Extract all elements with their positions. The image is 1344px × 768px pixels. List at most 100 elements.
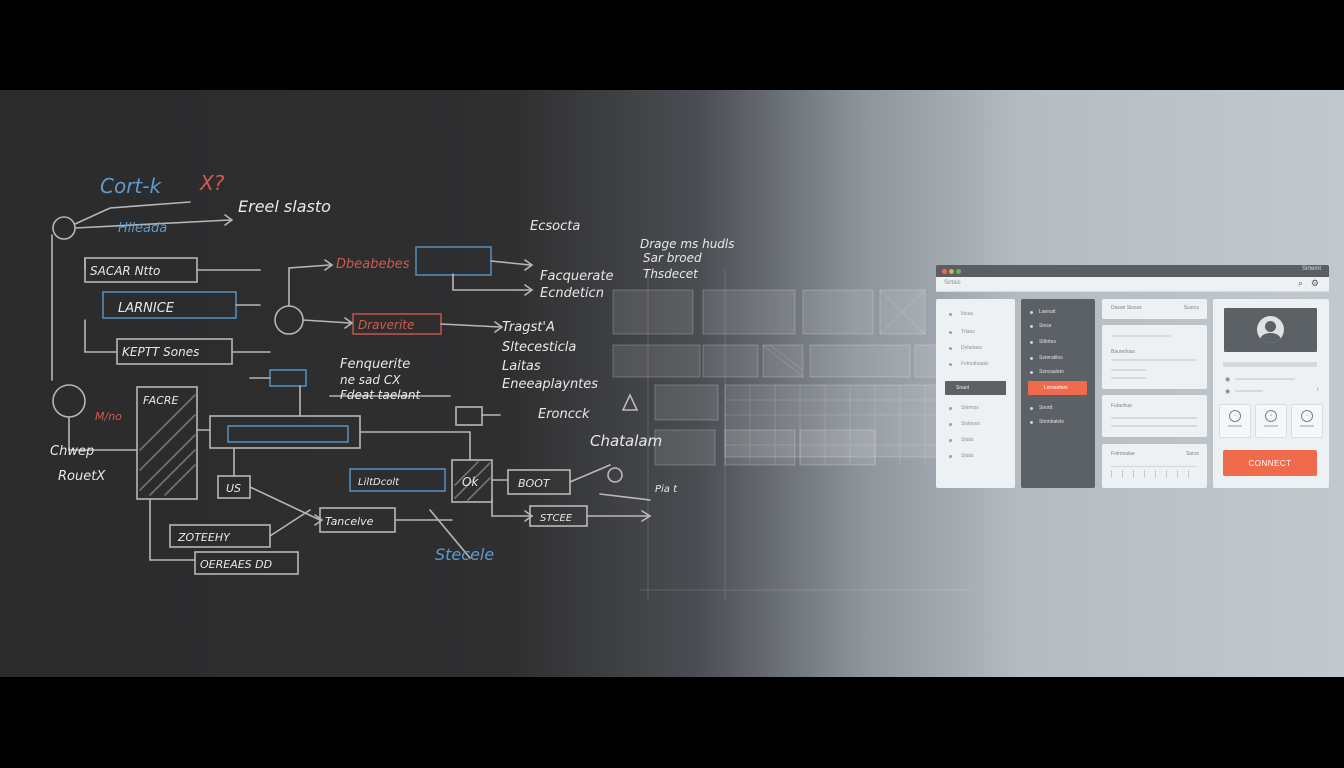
text-line [1111,359,1197,361]
sidebar-item[interactable]: Sinse [1021,321,1095,331]
text-line [1111,369,1146,371]
sidebar-item[interactable]: Sitbrtes [1021,337,1095,347]
bullet-icon [949,439,952,442]
card-action[interactable]: Susrcs [1183,305,1199,311]
sketch-label: Chwep [50,444,94,459]
sidebar-item[interactable]: Sitats [936,435,1015,445]
sidebar-item[interactable]: Sisteses [936,419,1015,429]
sketch-label: LiltDcolt [358,477,400,488]
sidebar-item[interactable]: Ssncaalato [1021,367,1095,377]
sidebar-item[interactable]: Laenalt [1021,307,1095,317]
info-card[interactable]: Futaofsar [1102,395,1207,437]
sketch-label: Tragst'A [502,320,555,335]
text-line [1111,417,1197,419]
sidebar-item[interactable]: Sitats [936,451,1015,461]
sketch-label: Fdeat taelant [340,388,422,402]
info-card[interactable]: Dasan Sisoss Susrcs [1102,299,1207,319]
quick-action-tile[interactable]: ◦ [1219,404,1251,438]
bullet-icon [949,423,952,426]
window-title: Sirtemt [1301,266,1321,272]
sidebar-left: Iitcaa Trlaos Doladass Fotnuttoaals Snao… [936,299,1015,488]
sketch-label: Hlleada [118,221,167,236]
sidebar-item[interactable]: Iitcaa [936,309,1015,319]
sketch-node [52,216,76,240]
sketch-label: Ecsocta [530,219,580,234]
sketch-box [194,551,299,575]
sketch-label: Ok [462,475,479,489]
sketch-label: Draverite [358,318,414,332]
sketch-label: US [226,482,241,495]
sketch-label: Eroncck [538,407,590,422]
sidebar-item[interactable]: Snortt [1021,403,1095,413]
sidebar-item[interactable]: Ssreratiles [1021,353,1095,363]
info-card[interactable]: Bauretloas [1102,325,1207,389]
bullet-icon [1030,311,1033,314]
sketch-label: BOOT [518,477,551,490]
avatar[interactable] [1257,316,1284,343]
sketch-link [51,201,651,561]
chevron-right-icon[interactable]: › [1316,386,1319,393]
window-titlebar: Sirtemt [936,265,1329,277]
sketch-label: Tancelve [325,515,374,528]
sketch-label: Laitas [502,359,541,374]
sidebar-item[interactable]: Trlaos [936,327,1015,337]
sketch-arrow [224,214,652,526]
card-title: Bauretloas [1111,349,1135,355]
settings-icon: ◦ [1301,410,1313,422]
search-icon[interactable]: ⌕ [1297,278,1303,288]
minimize-window-icon[interactable] [949,269,954,274]
slider-track[interactable] [1111,466,1197,467]
sketch-label: STCEE [540,513,573,524]
sketch-label: OEREAES DD [200,558,272,571]
sketch-box [451,459,493,503]
maximize-window-icon[interactable] [956,269,961,274]
sketch-arrow [621,393,639,411]
sketch-label: ZOTEEHY [177,531,231,544]
sketch-label: M/no [95,410,122,423]
bullet-icon [949,407,952,410]
app-window: Sirtemt Sirtais ⌕ ⚙ Iitcaa Trlaos Dolada… [936,265,1329,488]
sidebar-item[interactable]: Doladass [936,343,1015,353]
sidebar-item-active[interactable]: Snaot [945,381,1006,395]
bullet-icon [1030,341,1033,344]
sketch-node [607,467,623,483]
address-bar[interactable]: Sirtais ⌕ ⚙ [936,277,1329,292]
sketch-label: Stecele [435,545,494,564]
bullet-icon [1030,407,1033,410]
bullet-icon: ◉ [1225,389,1231,395]
sidebar-item[interactable]: Stmnbalele [1021,417,1095,427]
sketch-label: FACRE [143,394,179,407]
sketch-label: RouetX [58,469,106,484]
sketch-label: Chatalam [590,432,662,450]
sketch-hatch [454,461,491,501]
close-window-icon[interactable] [942,269,947,274]
text-line [1111,335,1171,337]
card-title: Fotnmalae [1111,451,1135,457]
bullet-icon [1030,357,1033,360]
scene: Cort-k X? Ereel slasto Hlleada SACAR Ntt… [0,90,1344,677]
bullet-icon [949,455,952,458]
bullet-icon [1030,325,1033,328]
sidebar-item[interactable]: Fotnuttoaals [936,359,1015,369]
card-action[interactable]: Sarce [1185,451,1199,457]
info-card[interactable]: Fotnmalae Sarce [1102,444,1207,488]
sketch-label: Fenquerite [340,357,410,372]
sketch-label: X? [199,171,225,195]
bullet-icon [1030,371,1033,374]
sketch-label: Sar broed [643,251,702,265]
quick-action-tile[interactable]: ▫ [1255,404,1287,438]
sidebar-item[interactable]: Sitemss [936,403,1015,413]
bullet-icon [949,347,952,350]
sketch-label: Eneeaplayntes [502,377,598,392]
sketch-box [415,246,492,276]
sketch-node [52,384,86,418]
gear-icon[interactable]: ⚙ [1310,278,1319,288]
quick-action-tile[interactable]: ◦ [1291,404,1323,438]
text-line [1111,377,1146,379]
bullet-icon [949,331,952,334]
sketch-label: Ereel slasto [238,197,331,216]
sketch-label: Pia t [655,484,678,495]
connect-button[interactable]: CONNECT [1223,450,1317,476]
profile-panel: ◉ ◉ › ◦ ▫ ◦ CONNECT [1213,299,1329,488]
sidebar-item-active[interactable]: Lorsaetam [1028,381,1087,395]
